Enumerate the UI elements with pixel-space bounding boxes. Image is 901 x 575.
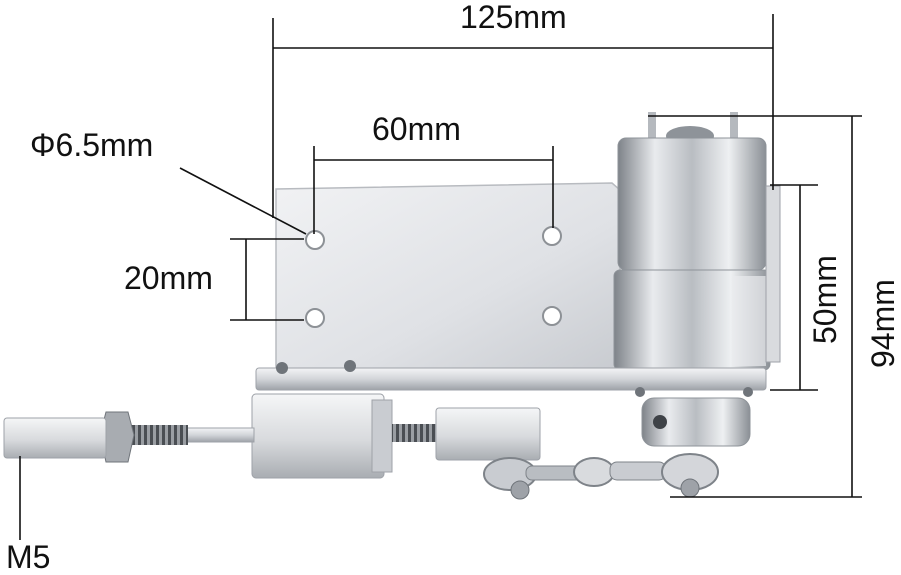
mounting-hole (305, 230, 325, 250)
motor (613, 112, 781, 371)
mounting-hole (542, 306, 562, 326)
motor-upper-can (617, 137, 767, 271)
mounting-hole (305, 308, 325, 328)
label-60mm: 60mm (372, 111, 461, 147)
label-20mm: 20mm (124, 260, 213, 296)
threaded-rod (392, 424, 438, 442)
threaded-rod-left (130, 425, 188, 445)
dia-leader (179, 167, 307, 235)
rod-end-block (435, 407, 541, 461)
mounting-plate (275, 182, 621, 371)
dimension-lines (19, 14, 862, 540)
carriage-block (251, 393, 385, 479)
mounting-hole (542, 226, 562, 246)
polished-rod (185, 427, 255, 443)
label-50mm: 50mm (807, 255, 843, 344)
actuator-body (3, 112, 781, 500)
linkage-arm (483, 453, 719, 500)
slide-rail (255, 367, 767, 391)
label-hole-diameter: Φ6.5mm (30, 127, 153, 163)
label-125mm: 125mm (460, 0, 567, 35)
rod-end-left (3, 417, 107, 459)
crank-hub (641, 397, 751, 447)
label-m5: M5 (6, 539, 50, 575)
label-94mm: 94mm (865, 279, 901, 368)
